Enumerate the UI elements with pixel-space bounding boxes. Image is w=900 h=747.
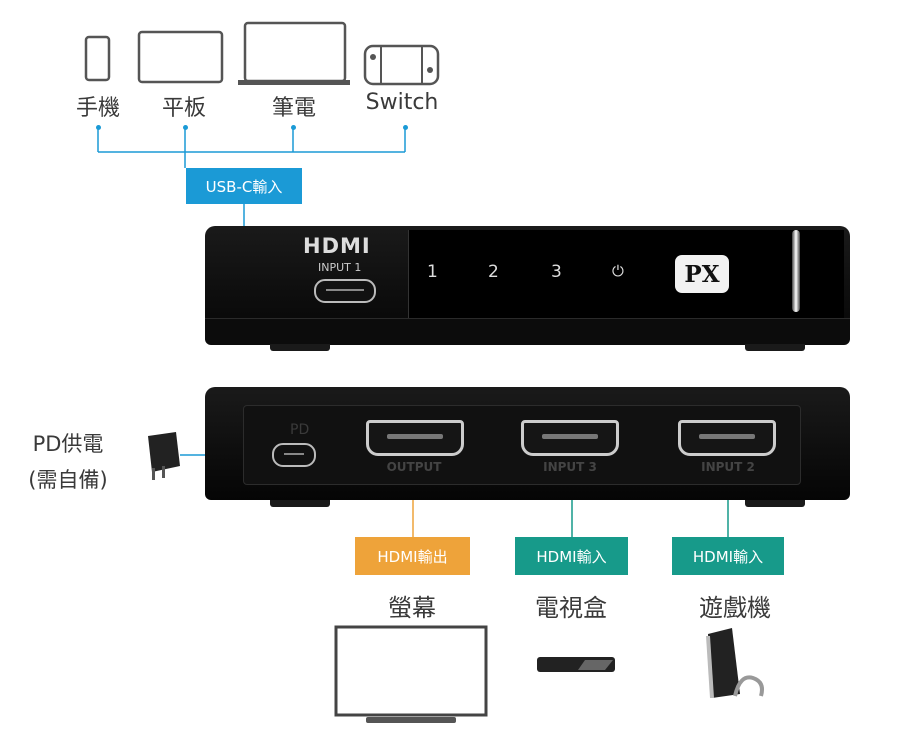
monitor-icon [334,625,488,723]
pd-power-label: PD供電 [32,432,104,456]
source-label-switch: Switch [365,90,439,115]
phone-icon [84,35,111,82]
led-3: 3 [551,262,562,282]
device-foot [745,344,805,351]
led-1: 1 [427,262,438,282]
light-reflection [792,230,800,312]
hdmi-output-port [366,420,464,456]
output-port-label: OUTPUT [386,460,442,474]
device-base [205,318,850,345]
hdmi-input-3-port [521,420,619,456]
switch-front-view: HDMI INPUT 1 [205,226,850,345]
hdmi-input-2-port [678,420,776,456]
power-icon: ⏻ [612,262,624,280]
led-2: 2 [488,262,499,282]
device-foot [745,500,805,507]
source-label-laptop: 筆電 [271,96,317,121]
input-2-port-label: INPUT 2 [701,460,755,474]
input-1-label: INPUT 1 [318,261,362,274]
power-adapter-icon [148,432,180,480]
usb-c-input-badge: USB-C輸入 [186,168,302,204]
hdmi-input-badge: HDMI輸入 [515,537,628,575]
pd-power-note: (需自備) [28,468,108,492]
input-3-port-label: INPUT 3 [543,460,597,474]
usb-c-port [314,279,376,303]
game-console-icon [706,628,764,698]
laptop-icon [238,21,350,85]
device-foot [270,344,330,351]
device-label-monitor: 螢幕 [388,594,436,622]
game-console-handheld-icon [363,44,440,86]
device-label-game-console: 遊戲機 [699,594,771,622]
front-panel [408,230,844,318]
px-brand-logo: PX [675,255,729,293]
pd-port-label: PD [290,422,310,438]
pd-usb-c-port [272,443,316,467]
source-label-phone: 手機 [75,96,121,121]
hdmi-input-badge: HDMI輸入 [672,537,784,575]
hdmi-logo: HDMI [303,234,371,258]
device-foot [270,500,330,507]
output-device-icons [334,625,764,723]
tv-box-icon [537,657,615,672]
hdmi-output-badge: HDMI輸出 [355,537,470,575]
tablet-icon [137,30,224,84]
source-label-tablet: 平板 [161,96,207,121]
device-label-tv-box: 電視盒 [535,594,607,622]
source-icons [84,21,440,86]
